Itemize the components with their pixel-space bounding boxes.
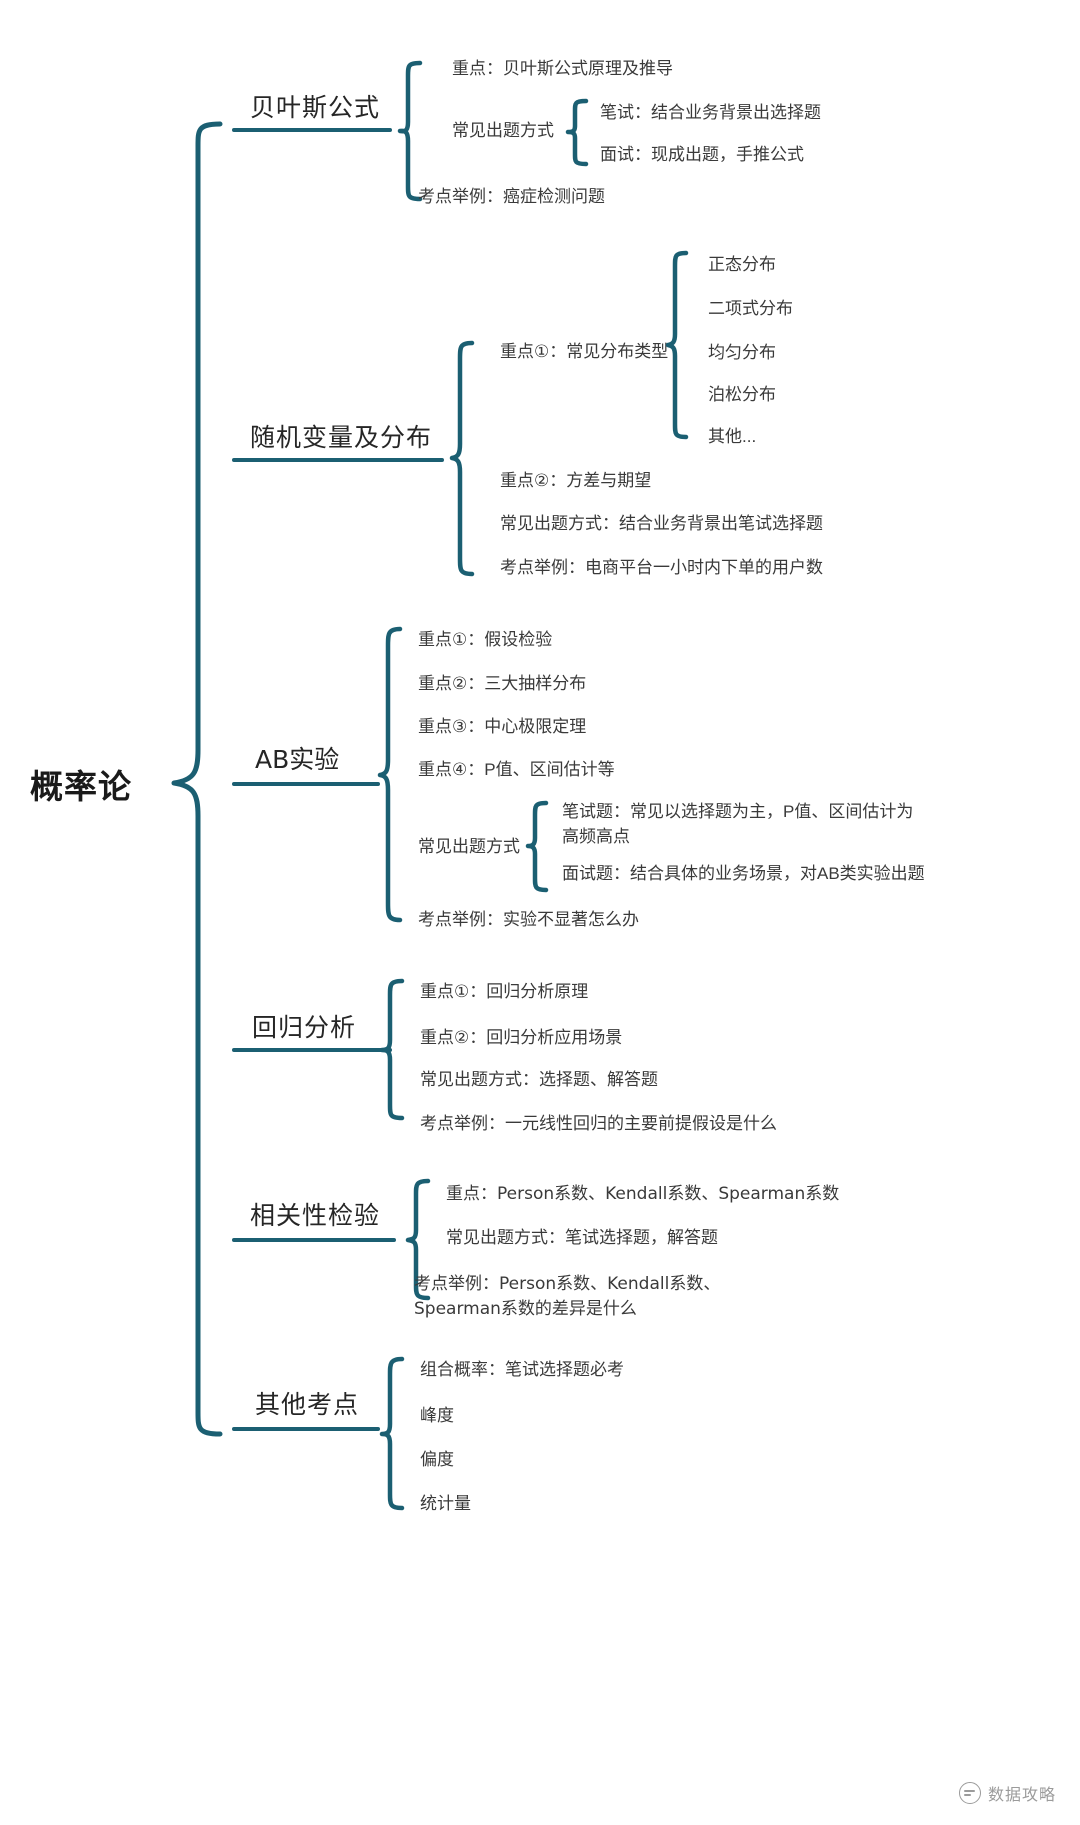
watermark-label: 数据攻略 bbox=[987, 1785, 1056, 1804]
branch-brace-correlation bbox=[405, 1178, 431, 1301]
branch-title-ab-test[interactable]: AB实验 bbox=[255, 745, 340, 774]
branch-brace-ab-test bbox=[377, 626, 403, 923]
leaf-bayes-written-exam[interactable]: 笔试：结合业务背景出选择题 bbox=[600, 103, 821, 122]
leaf-distribution-uniform[interactable]: 均匀分布 bbox=[708, 343, 776, 362]
leaf-ab-written-exam[interactable]: 笔试题：常见以选择题为主，P值、区间估计为高频高点 bbox=[562, 802, 914, 846]
leaf-others-skewness[interactable]: 偏度 bbox=[420, 1450, 454, 1469]
leaf-others-kurtosis[interactable]: 峰度 bbox=[420, 1406, 454, 1425]
wechat-account-icon bbox=[958, 1782, 981, 1804]
leaf-bayes-interview[interactable]: 面试：现成出题，手推公式 bbox=[600, 145, 804, 164]
branch-brace-others bbox=[379, 1356, 405, 1511]
sub-brace-distribution-types bbox=[665, 250, 689, 440]
leaf-ab-key-point-2[interactable]: 重点②：三大抽样分布 bbox=[418, 674, 587, 693]
branch-underline-random-variable bbox=[232, 458, 444, 462]
branch-brace-bayes bbox=[397, 60, 423, 202]
branch-brace-random-variable bbox=[449, 340, 475, 577]
leaf-bayes-key-point[interactable]: 重点：贝叶斯公式原理及推导 bbox=[452, 59, 673, 78]
leaf-rv-question-style[interactable]: 常见出题方式：结合业务背景出笔试选择题 bbox=[500, 514, 823, 533]
leaf-ab-key-point-4[interactable]: 重点④：P值、区间估计等 bbox=[418, 760, 615, 779]
branch-title-regression[interactable]: 回归分析 bbox=[252, 1014, 357, 1042]
root-node-label: 概率论 bbox=[30, 768, 132, 805]
branch-title-others[interactable]: 其他考点 bbox=[255, 1391, 360, 1419]
leaf-rv-example[interactable]: 考点举例：电商平台一小时内下单的用户数 bbox=[500, 558, 823, 577]
leaf-rv-key-point-2[interactable]: 重点②：方差与期望 bbox=[500, 471, 652, 490]
leaf-distribution-binomial[interactable]: 二项式分布 bbox=[708, 299, 793, 318]
branch-underline-ab-test bbox=[232, 782, 380, 786]
leaf-ab-example[interactable]: 考点举例：实验不显著怎么办 bbox=[418, 910, 639, 929]
leaf-regression-question-style[interactable]: 常见出题方式：选择题、解答题 bbox=[420, 1070, 658, 1089]
leaf-regression-key-point-2[interactable]: 重点②：回归分析应用场景 bbox=[420, 1028, 623, 1047]
leaf-regression-key-point-1[interactable]: 重点①：回归分析原理 bbox=[420, 982, 589, 1001]
leaf-correlation-example[interactable]: 考点举例：Person系数、Kendall系数、Spearman系数的差异是什么 bbox=[414, 1274, 721, 1319]
leaf-others-combination-probability[interactable]: 组合概率：笔试选择题必考 bbox=[420, 1360, 624, 1379]
branch-underline-correlation bbox=[232, 1238, 396, 1242]
branch-title-correlation[interactable]: 相关性检验 bbox=[250, 1202, 381, 1230]
leaf-ab-question-style[interactable]: 常见出题方式 bbox=[418, 837, 520, 856]
branch-title-bayes[interactable]: 贝叶斯公式 bbox=[250, 94, 381, 122]
branch-underline-others bbox=[232, 1427, 380, 1431]
leaf-bayes-example[interactable]: 考点举例：癌症检测问题 bbox=[418, 187, 605, 206]
leaf-distribution-poisson[interactable]: 泊松分布 bbox=[708, 385, 776, 404]
leaf-bayes-question-style[interactable]: 常见出题方式 bbox=[452, 121, 554, 140]
leaf-correlation-key-point[interactable]: 重点：Person系数、Kendall系数、Spearman系数 bbox=[446, 1184, 840, 1204]
root-brace bbox=[171, 121, 223, 1437]
leaf-ab-key-point-1[interactable]: 重点①：假设检验 bbox=[418, 630, 553, 649]
leaf-correlation-question-style[interactable]: 常见出题方式：笔试选择题，解答题 bbox=[446, 1228, 718, 1247]
leaf-ab-key-point-3[interactable]: 重点③：中心极限定理 bbox=[418, 717, 587, 736]
watermark: 数据攻略 bbox=[958, 1781, 1056, 1805]
leaf-ab-interview[interactable]: 面试题：结合具体的业务场景，对AB类实验出题 bbox=[562, 864, 925, 883]
leaf-others-statistic[interactable]: 统计量 bbox=[420, 1494, 471, 1513]
sub-brace-bayes-styles bbox=[565, 98, 589, 167]
leaf-distribution-others[interactable]: 其他... bbox=[708, 427, 757, 446]
sub-brace-ab-question-styles bbox=[525, 800, 549, 893]
branch-underline-bayes bbox=[232, 128, 392, 132]
branch-title-random-variable[interactable]: 随机变量及分布 bbox=[250, 424, 433, 452]
leaf-regression-example[interactable]: 考点举例：一元线性回归的主要前提假设是什么 bbox=[420, 1114, 777, 1133]
leaf-rv-key-point-1[interactable]: 重点①：常见分布类型 bbox=[500, 342, 669, 361]
branch-brace-regression bbox=[379, 978, 405, 1121]
leaf-distribution-normal[interactable]: 正态分布 bbox=[708, 255, 776, 274]
branch-underline-regression bbox=[232, 1048, 392, 1052]
